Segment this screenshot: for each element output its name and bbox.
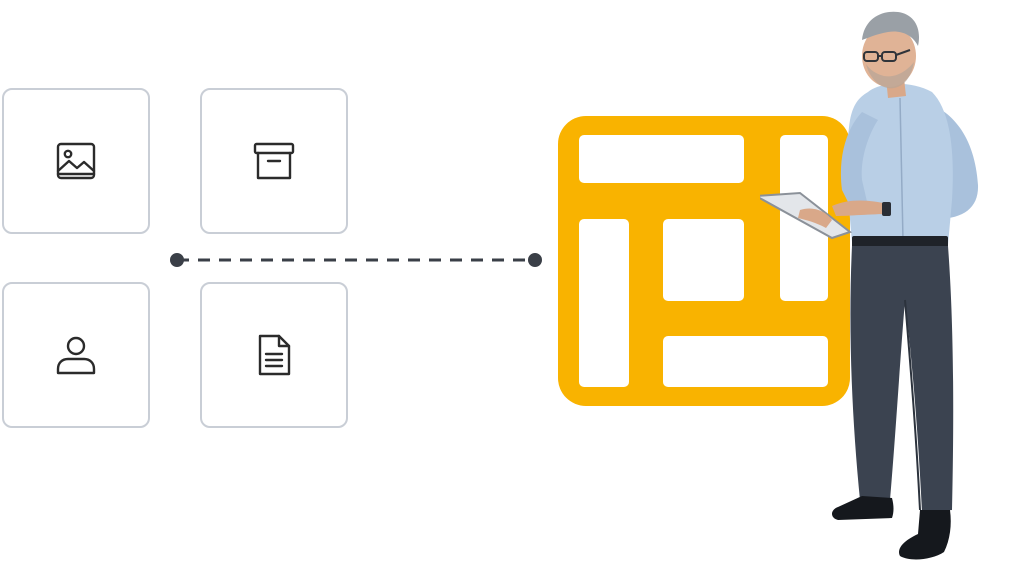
- right-arm: [840, 112, 878, 210]
- image-icon: [56, 142, 96, 180]
- table-layout-grid-icon: [558, 116, 850, 406]
- belt: [852, 236, 948, 248]
- tile-user: [2, 282, 150, 428]
- left-shoe: [832, 496, 894, 520]
- tile-archive: [200, 88, 348, 234]
- hair: [862, 11, 920, 46]
- hands: [798, 208, 832, 228]
- tile-image: [2, 88, 150, 234]
- user-icon: [56, 336, 96, 375]
- head: [862, 25, 916, 87]
- man-with-tablet-illustration: [760, 11, 979, 560]
- glasses: [863, 49, 911, 62]
- connector-end-dot: [528, 253, 542, 267]
- right-shoe: [899, 510, 951, 560]
- archive-box-icon: [253, 142, 295, 180]
- left-arm: [893, 100, 979, 219]
- connector-start-dot: [170, 253, 184, 267]
- tile-document: [200, 282, 348, 428]
- document-icon: [258, 334, 291, 376]
- watch: [882, 202, 891, 216]
- trousers: [850, 246, 954, 512]
